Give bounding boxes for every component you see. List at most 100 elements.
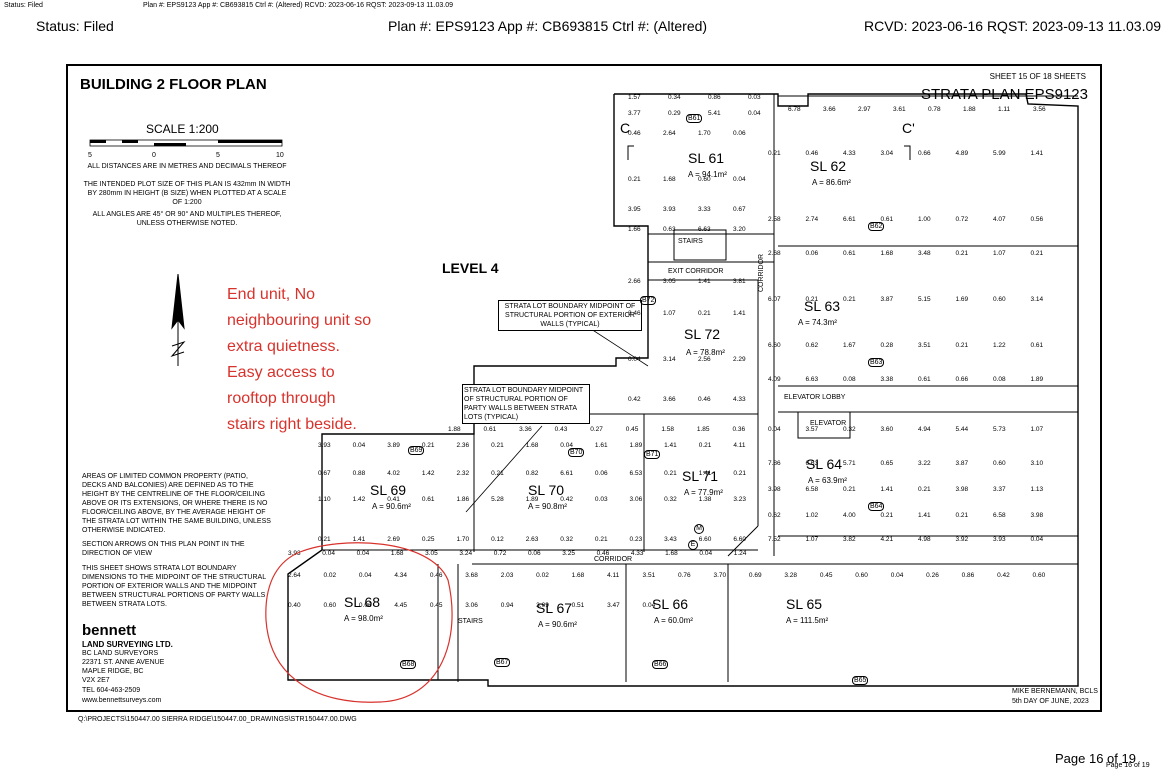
- dimension-label: 0.21: [918, 486, 931, 493]
- dimension-label: 6.63: [805, 376, 819, 383]
- lcp-tag: B66: [652, 660, 669, 669]
- dimension-label: 1.41: [733, 310, 746, 317]
- dimension-label: 3.81: [733, 278, 746, 285]
- dimension-label: 0.04: [733, 176, 746, 183]
- dimension-label: 3.93: [318, 442, 331, 449]
- dimension-label: 3.04: [880, 150, 894, 157]
- dimension-label: 2.64: [288, 572, 301, 579]
- dimension-label: 5.99: [993, 150, 1006, 157]
- dimension-label: 1.89: [1030, 376, 1044, 383]
- dimension-label: 0.72: [955, 216, 969, 223]
- section-mark-right: C': [902, 120, 915, 136]
- dimension-label: 0.26: [926, 572, 939, 579]
- dimension-label: 3.89: [387, 442, 400, 449]
- surveyor-line: MAPLE RIDGE, BC: [82, 668, 144, 675]
- dimension-label: 0.66: [955, 376, 969, 383]
- room-sl69: SL 69: [370, 482, 407, 498]
- dimension-label: 0.06: [528, 550, 541, 557]
- dimension-label: 0.04: [1030, 536, 1044, 543]
- dimension-label: 3.33: [698, 206, 711, 213]
- lcp-tag: B62: [868, 222, 885, 231]
- dimension-label: 0.06: [358, 602, 372, 609]
- dimension-label: 0.43: [554, 426, 568, 433]
- dimension-label: 6.61: [843, 216, 856, 223]
- dimension-label: 1.41: [918, 512, 931, 519]
- plan-sheet: BUILDING 2 FLOOR PLAN SHEET 15 OF 18 SHE…: [66, 64, 1102, 723]
- section-mark-left: C: [620, 120, 631, 136]
- lcp-tag: B68: [400, 660, 417, 669]
- dimension-label: 0.21: [733, 470, 747, 477]
- dimension-label: 0.21: [955, 250, 969, 257]
- dimension-label: 6.60: [698, 536, 712, 543]
- dimension-label: 1.68: [665, 550, 678, 557]
- annotation-text: End unit, No neighbouring unit so extra …: [227, 286, 372, 433]
- section-arrows: [627, 145, 911, 160]
- dimension-label: 3.25: [562, 550, 575, 557]
- dimension-label: 0.21: [843, 296, 856, 303]
- dimension-label: 0.21: [421, 442, 435, 449]
- dimension-label: 0.63: [663, 226, 676, 233]
- mechanical-room-icon: M: [694, 524, 704, 534]
- dimension-label: 1.89: [525, 496, 539, 503]
- dimension-label: 3.57: [805, 426, 819, 433]
- dimension-label: 4.94: [918, 426, 931, 433]
- dimension-label: 3.87: [955, 460, 969, 467]
- dimension-label: 4.02: [387, 470, 400, 477]
- dimension-label: 1.07: [805, 536, 819, 543]
- room-sl68-area: A = 98.0m²: [344, 614, 383, 623]
- dimension-label: 6.63: [698, 226, 711, 233]
- highlight-circle: [265, 542, 453, 703]
- dimension-label: 4.89: [955, 150, 969, 157]
- dimension-label: 1.70: [456, 536, 470, 543]
- dimension-label: 0.12: [491, 536, 504, 543]
- dimension-label: 3.14: [1030, 296, 1044, 303]
- electrical-room-icon: E: [688, 540, 698, 550]
- dimension-label: 6.58: [805, 486, 819, 493]
- dimension-label: 4.00: [843, 512, 856, 519]
- dimension-label: 0.04: [628, 356, 641, 363]
- lcp-tag: B65: [852, 676, 869, 685]
- dimension-label: 0.56: [1030, 216, 1044, 223]
- dimension-label: 4.45: [394, 602, 408, 609]
- dimension-label: 3.82: [843, 536, 856, 543]
- dimension-label: 3.36: [519, 426, 532, 433]
- dimension-label: 0.67: [318, 470, 331, 477]
- surveyor-line: TEL 604-463-2509: [82, 687, 141, 694]
- dimension-label: 0.60: [323, 602, 337, 609]
- dimension-label: 0.04: [356, 550, 370, 557]
- dimension-label: 0.45: [429, 602, 443, 609]
- room-sl66: SL 66: [652, 596, 689, 612]
- dimension-label: 0.94: [500, 602, 514, 609]
- sheet-title: BUILDING 2 FLOOR PLAN: [80, 76, 267, 93]
- dimension-label: 5.41: [708, 110, 721, 117]
- room-sl62: SL 62: [810, 158, 847, 174]
- dimension-label: 6.61: [560, 470, 573, 477]
- dimension-label: 3.43: [664, 536, 677, 543]
- scale-label: SCALE 1:200: [146, 122, 219, 136]
- dimension-label: 1.89: [629, 442, 643, 449]
- room-sl62-area: A = 86.6m²: [812, 178, 851, 187]
- dimension-label: 3.37: [993, 486, 1006, 493]
- dimension-label: 1.41: [880, 486, 894, 493]
- dimension-label: 3.87: [880, 296, 894, 303]
- dimension-label: 0.45: [819, 572, 833, 579]
- dimension-label: 0.67: [733, 206, 746, 213]
- dimension-label: 0.62: [768, 512, 781, 519]
- signature-line: MIKE BERNEMANN, BCLS: [1012, 688, 1098, 695]
- dimension-label: 2.32: [456, 470, 470, 477]
- dimension-label: 0.61: [880, 216, 894, 223]
- dimension-label: 4.09: [768, 376, 781, 383]
- dimension-label: 4.11: [607, 572, 620, 579]
- dimension-label: 0.04: [352, 442, 366, 449]
- dimension-label: 5.15: [918, 296, 931, 303]
- dimension-label: 1.02: [805, 512, 819, 519]
- room-sl67-area: A = 90.6m²: [538, 620, 577, 629]
- dimension-label: 0.04: [890, 572, 904, 579]
- elevator-label: ELEVATOR: [810, 420, 847, 427]
- dimension-label: 0.32: [843, 426, 856, 433]
- dimension-label: 1.38: [698, 496, 712, 503]
- dimension-label: 3.10: [1030, 460, 1044, 467]
- dimension-label: 1.57: [628, 94, 641, 101]
- dimension-label: 4.07: [993, 216, 1006, 223]
